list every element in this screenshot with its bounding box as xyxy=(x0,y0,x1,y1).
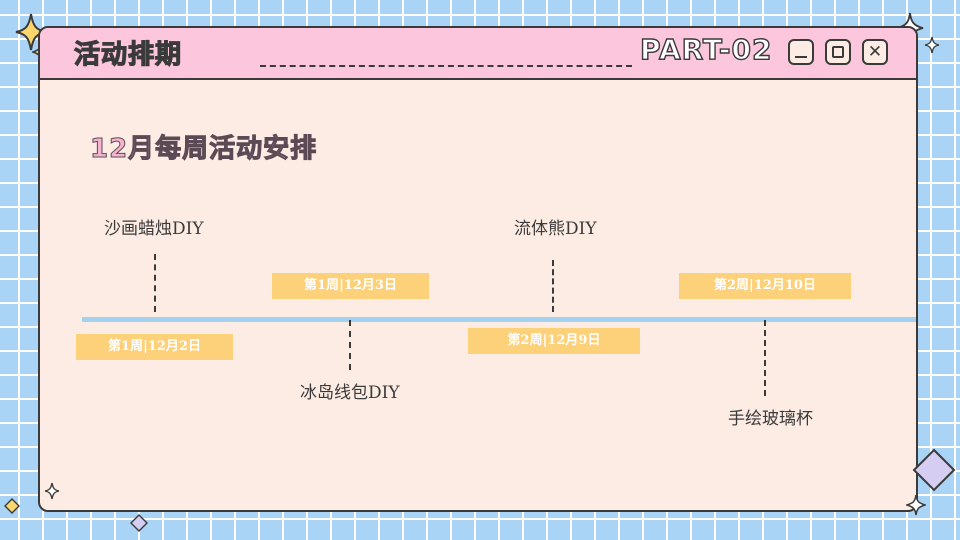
event-label: 沙画蜡烛DIY xyxy=(104,219,204,239)
event-label: 流体熊DIY xyxy=(514,219,597,239)
minimize-button[interactable] xyxy=(788,39,814,65)
maximize-icon xyxy=(832,46,844,58)
date-tag: 第2周|12月10日 xyxy=(679,273,851,299)
timeline-axis xyxy=(82,317,916,322)
event-connector xyxy=(154,254,156,312)
app-window: 活动排期 PART-02 ✕ 12月每周活动安排 沙画蜡烛DIY 第1周|12月… xyxy=(38,26,918,512)
diamond-icon xyxy=(4,498,20,514)
date-tag: 第2周|12月9日 xyxy=(468,328,640,354)
diamond-icon xyxy=(912,448,956,492)
date-tag: 第1周|12月2日 xyxy=(76,334,233,360)
event-connector xyxy=(764,320,766,396)
sparkle-icon xyxy=(906,494,926,516)
diamond-icon xyxy=(130,514,148,532)
sparkle-icon xyxy=(44,482,60,500)
close-icon: ✕ xyxy=(867,42,883,62)
sparkle-icon xyxy=(924,36,940,54)
minimize-icon xyxy=(795,56,807,58)
title-divider xyxy=(260,65,632,67)
title-bar: 活动排期 PART-02 ✕ xyxy=(40,28,916,80)
part-label: PART-02 xyxy=(639,32,773,66)
event-connector xyxy=(552,260,554,312)
window-title: 活动排期 xyxy=(73,39,183,70)
page-title: 12月每周活动安排 xyxy=(89,134,318,165)
maximize-button[interactable] xyxy=(825,39,851,65)
date-tag: 第1周|12月3日 xyxy=(272,273,429,299)
close-button[interactable]: ✕ xyxy=(862,39,888,65)
event-label: 冰岛线包DIY xyxy=(300,383,400,403)
event-connector xyxy=(349,320,351,370)
event-label: 手绘玻璃杯 xyxy=(728,409,813,429)
